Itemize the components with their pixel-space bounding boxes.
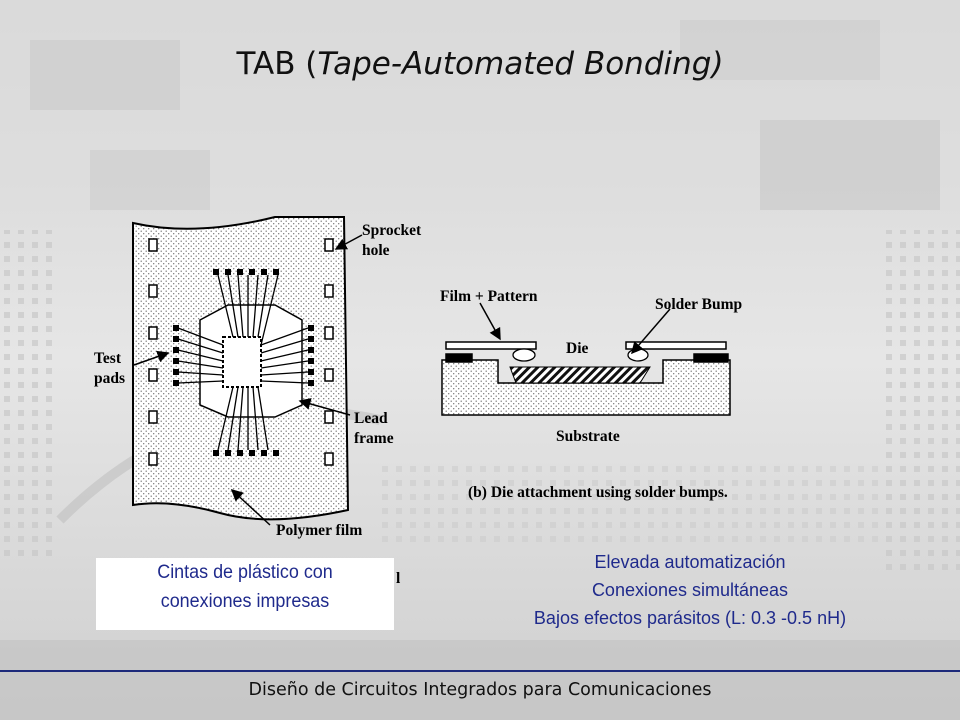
- lead-frame: [177, 274, 309, 451]
- title-italic: Tape-Automated Bonding): [317, 46, 724, 82]
- label-test-2: pads: [94, 370, 125, 387]
- label-sprocket-1: Sprocket: [362, 222, 422, 239]
- note-line-2: conexiones impresas: [160, 590, 330, 612]
- label-partial: l: [396, 570, 401, 587]
- die: [509, 366, 651, 384]
- label-sprocket-2: hole: [362, 242, 390, 259]
- footer-divider: [0, 670, 960, 672]
- diagram-caption: (b) Die attachment using solder bumps.: [468, 484, 728, 501]
- tab-diagram: Sprocket hole Test pads Lead frame Polym…: [94, 216, 742, 587]
- label-bump: Solder Bump: [655, 296, 742, 313]
- feature-2: Conexiones simultáneas: [591, 580, 789, 600]
- note-box: Cintas de plástico con conexiones impres…: [96, 558, 394, 630]
- film-pattern: [445, 341, 729, 363]
- note-line-1: Cintas de plástico con: [157, 561, 333, 583]
- label-die: Die: [566, 340, 589, 357]
- substrate: [441, 359, 731, 416]
- slide-title: TAB (Tape-Automated Bonding): [0, 46, 960, 82]
- title-main: TAB (: [236, 46, 318, 82]
- label-lead-2: frame: [354, 430, 394, 447]
- label-test-1: Test: [94, 350, 122, 367]
- label-film: Film + Pattern: [440, 288, 538, 305]
- label-polymer: Polymer film: [276, 522, 362, 539]
- feature-list: Elevada automatización Conexiones simult…: [470, 548, 910, 632]
- feature-1: Elevada automatización: [594, 552, 786, 572]
- label-substrate: Substrate: [556, 428, 620, 445]
- test-pads: [173, 269, 314, 456]
- feature-3: Bajos efectos parásitos (L: 0.3 -0.5 nH): [533, 608, 847, 628]
- footer-text: Diseño de Circuitos Integrados para Comu…: [248, 680, 712, 700]
- label-lead-1: Lead: [354, 410, 388, 427]
- sprocket-holes: [148, 238, 334, 466]
